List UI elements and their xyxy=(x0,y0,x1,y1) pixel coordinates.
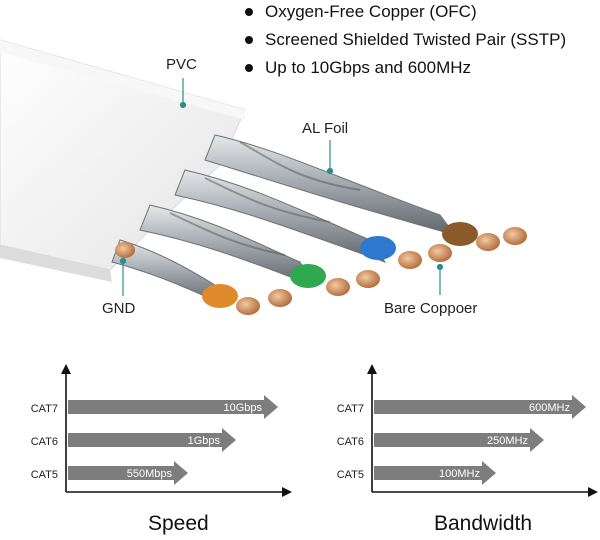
cable-illustration xyxy=(0,39,527,315)
value-label: 10Gbps xyxy=(223,402,262,414)
value-arrow-bar xyxy=(374,428,544,452)
value-arrow-bar xyxy=(68,428,236,452)
feature-item: Up to 10Gbps and 600MHz xyxy=(240,56,566,80)
callout-lines xyxy=(119,78,444,296)
feature-text: Screened Shielded Twisted Pair (SSTP) xyxy=(265,30,567,49)
wire-blue xyxy=(360,236,452,269)
pvc-label: PVC xyxy=(166,56,197,73)
value-label: 100MHz xyxy=(439,468,480,480)
bandwidth-chart-title: Bandwidth xyxy=(434,512,533,535)
gnd-label: GND xyxy=(102,300,136,317)
value-arrow-bar xyxy=(374,395,586,419)
feature-list: Oxygen-Free Copper (OFC) Screened Shield… xyxy=(240,0,566,84)
feature-item: Screened Shielded Twisted Pair (SSTP) xyxy=(240,28,566,52)
bullet-icon xyxy=(245,8,253,16)
x-axis-arrowhead xyxy=(282,487,292,497)
feature-text: Oxygen-Free Copper (OFC) xyxy=(265,2,477,21)
value-arrow-bar xyxy=(374,461,496,485)
x-axis-arrowhead xyxy=(588,487,598,497)
bullet-icon xyxy=(245,36,253,44)
category-label: CAT7 xyxy=(337,403,364,415)
bare-copper-label: Bare Coppoer xyxy=(384,300,478,317)
y-axis-arrowhead xyxy=(61,364,71,374)
bullet-icon xyxy=(245,64,253,72)
category-label: CAT5 xyxy=(31,469,58,481)
feature-text: Up to 10Gbps and 600MHz xyxy=(265,58,472,77)
wire-green xyxy=(290,264,380,296)
feature-item: Oxygen-Free Copper (OFC) xyxy=(240,0,566,24)
value-label: 1Gbps xyxy=(188,435,221,447)
value-label: 600MHz xyxy=(529,402,570,414)
drain-wire-gnd xyxy=(115,242,135,258)
category-label: CAT5 xyxy=(337,469,364,481)
category-label: CAT6 xyxy=(31,436,58,448)
foil-pair-2 xyxy=(174,169,387,263)
pvc-jacket xyxy=(0,39,246,282)
al-foil-label: AL Foil xyxy=(302,120,349,137)
category-label: CAT7 xyxy=(31,403,58,415)
value-label: 550Mbps xyxy=(127,468,173,480)
category-label: CAT6 xyxy=(337,436,364,448)
wire-brown xyxy=(442,222,527,251)
speed-chart-title: Speed xyxy=(148,512,209,535)
value-arrow-bar xyxy=(68,395,278,419)
wire-orange xyxy=(202,284,292,315)
y-axis-arrowhead xyxy=(367,364,377,374)
value-arrow-bar xyxy=(68,461,188,485)
value-label: 250MHz xyxy=(487,435,528,447)
